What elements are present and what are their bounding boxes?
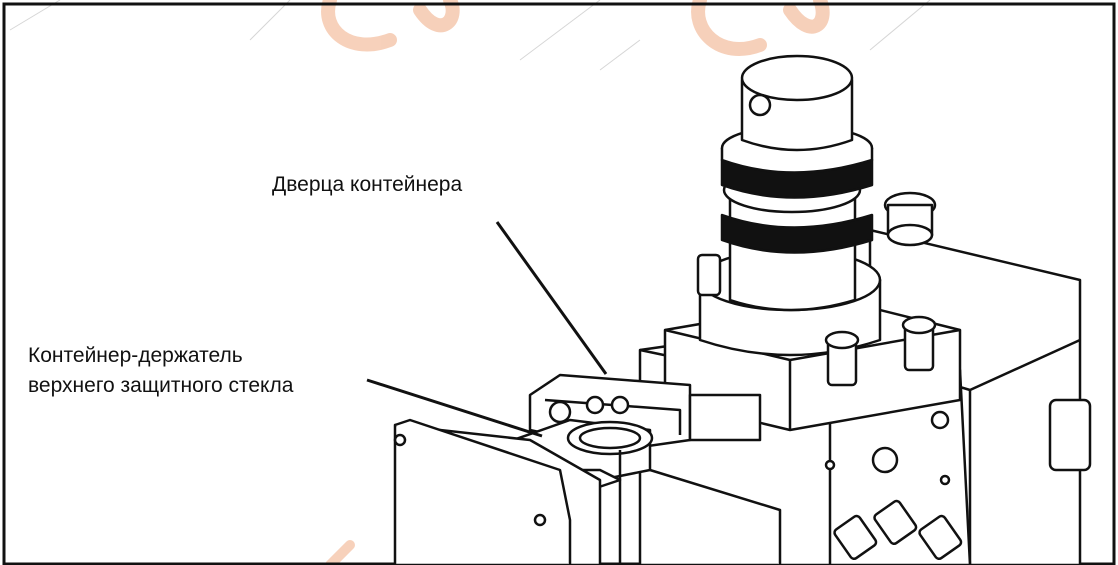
laser-head-drawing	[393, 54, 1092, 565]
door-leader-line	[495, 221, 608, 375]
door-label: Дверца контейнера	[272, 173, 463, 196]
watermark-lines	[9, 0, 931, 71]
holder-label: Контейнер-держатель верхнего защитного с…	[28, 341, 293, 401]
holder-label-line1: Контейнер-держатель	[28, 344, 243, 367]
holder-leader-line	[366, 378, 543, 438]
holder-label-line2: верхнего защитного стекла	[28, 374, 294, 397]
